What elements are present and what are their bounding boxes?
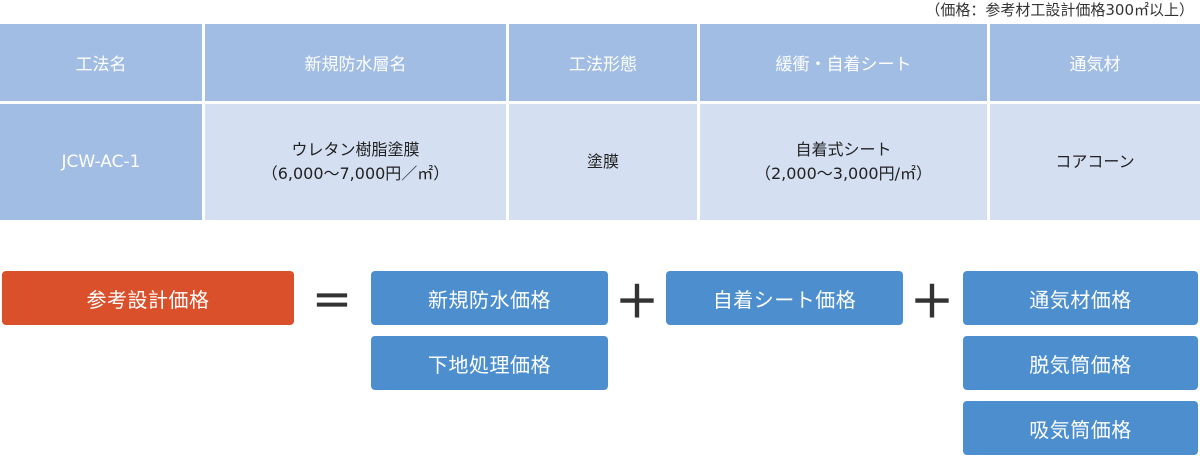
cell-layer: ウレタン樹脂塗膜 （6,000〜7,000円／㎡） bbox=[205, 104, 506, 220]
plus-sign-2: ＋ bbox=[910, 277, 954, 328]
cell-method: JCW-AC-1 bbox=[0, 104, 202, 220]
layer-name: ウレタン樹脂塗膜 bbox=[291, 140, 420, 159]
header-vent: 通気材 bbox=[990, 24, 1200, 101]
equals-sign: ＝ bbox=[312, 279, 352, 325]
sheet-name: 自着式シート bbox=[795, 140, 892, 159]
header-method: 工法名 bbox=[0, 24, 202, 101]
cell-form: 塗膜 bbox=[509, 104, 697, 220]
header-form: 工法形態 bbox=[509, 24, 697, 101]
intake-tube-price-box: 吸気筒価格 bbox=[963, 401, 1198, 455]
vent-material-price-box: 通気材価格 bbox=[963, 271, 1198, 325]
substrate-treatment-price-box: 下地処理価格 bbox=[371, 336, 608, 390]
degassing-tube-price-box: 脱気筒価格 bbox=[963, 336, 1198, 390]
layer-price: （6,000〜7,000円／㎡） bbox=[261, 164, 450, 183]
header-sheet: 緩衝・自着シート bbox=[700, 24, 987, 101]
reference-price-box: 参考設計価格 bbox=[2, 271, 294, 325]
self-adhesive-sheet-price-box: 自着シート価格 bbox=[666, 271, 903, 325]
new-waterproof-price-box: 新規防水価格 bbox=[371, 271, 608, 325]
header-layer-name: 新規防水層名 bbox=[205, 24, 506, 101]
cell-sheet: 自着式シート （2,000〜3,000円/㎡） bbox=[700, 104, 987, 220]
cell-vent: コアコーン bbox=[990, 104, 1200, 220]
price-note: （価格：参考材工設計価格300㎡以上） bbox=[925, 1, 1194, 19]
sheet-price: （2,000〜3,000円/㎡） bbox=[754, 164, 932, 183]
plus-sign-1: ＋ bbox=[615, 277, 659, 328]
